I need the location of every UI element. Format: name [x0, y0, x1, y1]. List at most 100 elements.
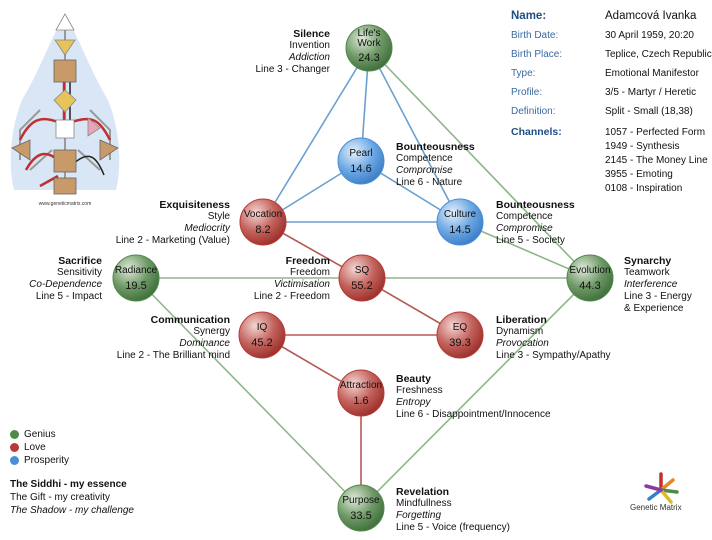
gift-text: Mindfullness — [396, 498, 452, 509]
annotation-synarchy: Synarchy Teamwork Interference Line 3 - … — [624, 255, 698, 315]
gift-text: Style — [207, 211, 230, 222]
annotation-bounteousness-pearl: Bounteousness Competence Compromise Line… — [396, 141, 475, 189]
shadow-text: Compromise — [496, 223, 553, 234]
sphere-value: 39.3 — [449, 337, 470, 349]
sphere-label: IQ — [257, 322, 268, 333]
annotation-freedom: Freedom Freedom Victimisation Line 2 - F… — [230, 255, 330, 303]
channel-item: 1057 - Perfected Form — [605, 127, 706, 138]
info-label: Channels: — [511, 126, 562, 138]
gift-text: Competence — [396, 153, 453, 164]
channel-item: 1949 - Synthesis — [605, 141, 680, 152]
sphere-label: Attraction — [340, 380, 382, 391]
sphere-circle[interactable] — [337, 137, 385, 185]
line-text: Line 3 - Changer — [255, 64, 331, 75]
shadow-text: Provocation — [496, 338, 549, 349]
sphere-label: Vocation — [244, 209, 282, 220]
shadow-text: Victimisation — [274, 279, 330, 290]
gift-text: Sensitivity — [56, 267, 102, 278]
shadow-text: Forgetting — [396, 510, 442, 521]
sphere-value: 14.6 — [350, 163, 371, 175]
gift-text: Teamwork — [624, 267, 670, 278]
connection-radiance-purpose — [135, 277, 362, 509]
key-gift: The Gift - my creativity — [10, 492, 111, 503]
line-text: Line 6 - Nature — [396, 177, 463, 188]
sphere-value: 8.2 — [255, 224, 270, 236]
annotation-liberation: Liberation Dynamism Provocation Line 3 -… — [496, 314, 611, 362]
key-siddhi: The Siddhi - my essence — [10, 479, 127, 490]
info-value: 3/5 - Martyr / Heretic — [605, 87, 697, 98]
sphere-circle[interactable] — [337, 369, 385, 417]
shadow-text: Interference — [624, 279, 678, 290]
sphere-label: Life's — [357, 28, 380, 39]
siddhi-text: Synarchy — [624, 255, 672, 267]
sphere-circle[interactable] — [566, 254, 614, 302]
siddhi-text: Communication — [150, 314, 230, 326]
line-text: Line 3 - Energy & Experience — [624, 291, 692, 314]
annotation-exquisiteness: Exquisiteness Style Mediocrity Line 2 - … — [90, 199, 230, 247]
info-value: Teplice, Czech Republic — [605, 49, 712, 60]
sphere-circle[interactable] — [436, 311, 484, 359]
sphere-label: Pearl — [349, 148, 372, 159]
line-text: Line 5 - Society — [496, 235, 565, 246]
sphere-label: Purpose — [342, 495, 380, 506]
connection-lifes-work-vocation — [262, 47, 370, 223]
siddhi-text: Liberation — [496, 314, 547, 326]
sphere-circle[interactable] — [436, 198, 484, 246]
sphere-circle[interactable] — [338, 254, 386, 302]
connection-lifes-work-culture — [368, 47, 461, 223]
sphere-label: Culture — [444, 209, 477, 220]
gift-text: Freshness — [396, 385, 443, 396]
annotation-communication: Communication Synergy Dominance Line 2 -… — [100, 314, 230, 362]
shadow-text: Entropy — [396, 397, 431, 408]
sphere-pearl[interactable]: Pearl 14.6 — [337, 137, 385, 185]
channel-item: 3955 - Emoting — [605, 169, 673, 180]
sphere-value: 45.2 — [251, 337, 272, 349]
sphere-circle[interactable] — [239, 198, 287, 246]
shadow-text: Dominance — [179, 338, 230, 349]
sphere-value: 1.6 — [353, 395, 368, 407]
info-label: Name: — [511, 10, 547, 22]
info-label: Type: — [511, 68, 536, 79]
logo-text: Genetic Matrix — [630, 503, 682, 512]
legend-label: Prosperity — [24, 455, 70, 466]
line-text: Line 5 - Impact — [35, 291, 102, 302]
info-label: Birth Place: — [511, 49, 563, 60]
sphere-circle[interactable] — [345, 24, 393, 72]
info-label: Birth Date: — [511, 30, 559, 41]
line-text: Line 3 - Sympathy/Apathy — [496, 350, 611, 361]
siddhi-text: Bounteousness — [396, 141, 475, 153]
siddhi-text: Sacrifice — [58, 255, 102, 267]
channel-item: 0108 - Inspiration — [605, 183, 683, 194]
sphere-iq[interactable]: IQ 45.2 — [238, 311, 286, 359]
sphere-label: SQ — [355, 265, 370, 276]
sphere-attraction[interactable]: Attraction 1.6 — [337, 369, 385, 417]
sphere-circle[interactable] — [112, 254, 160, 302]
sphere-label: Evolution — [569, 265, 610, 276]
legend-prosperity: Prosperity — [10, 454, 69, 467]
line-text: Line 6 - Disappointment/Innocence — [396, 409, 551, 420]
siddhi-text: Freedom — [285, 255, 330, 267]
connection-evolution-purpose — [360, 277, 591, 509]
annotation-sacrifice: Sacrifice Sensitivity Co-Dependence Line… — [10, 255, 102, 303]
shadow-text: Co-Dependence — [29, 279, 102, 290]
key-shadow: The Shadow - my challenge — [10, 505, 134, 516]
info-label: Profile: — [511, 87, 543, 98]
prosperity-dot-icon — [10, 456, 19, 465]
love-dot-icon — [10, 443, 19, 452]
sphere-vocation[interactable]: Vocation 8.2 — [239, 198, 287, 246]
gift-text: Synergy — [193, 326, 230, 337]
reading-key: The Siddhi - my essence The Gift - my cr… — [10, 478, 134, 517]
sphere-circle[interactable] — [337, 484, 385, 532]
sphere-value: 55.2 — [351, 280, 372, 292]
sphere-value: 24.3 — [358, 52, 379, 64]
sphere-circle[interactable] — [238, 311, 286, 359]
sphere-sq[interactable]: SQ 55.2 — [338, 254, 386, 302]
